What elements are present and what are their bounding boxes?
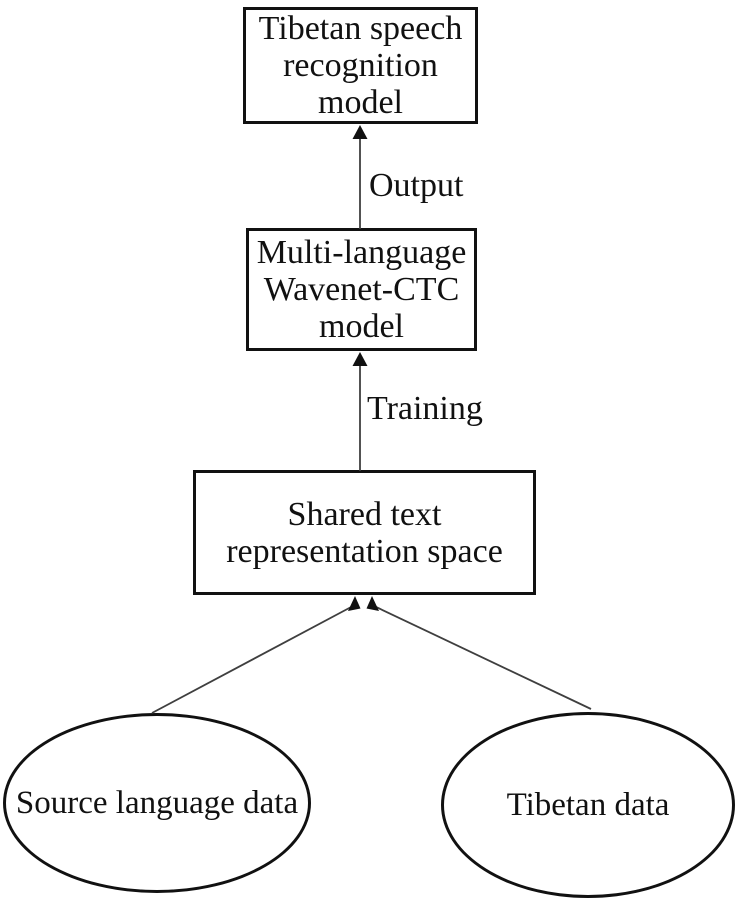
edge-label-training: Training [367,390,483,427]
arrowhead-source-data-icon [348,596,361,611]
node-text-line: representation space [226,532,503,570]
node-multi-language-wavenet-ctc-model: Multi-language Wavenet-CTC model [246,228,477,351]
arrowhead-tibetan-data-icon [366,596,379,611]
node-tibetan-speech-recognition-model: Tibetan speech recognition model [243,7,478,124]
node-text-line: model [318,84,403,121]
node-source-language-data: Source language data [3,713,311,893]
node-shared-text-representation-space: Shared text representation space [193,470,536,595]
arrow-line-source-data [151,605,354,714]
node-text-line: Shared text [287,495,442,533]
node-tibetan-data: Tibetan data [441,712,735,898]
node-text-line: Tibetan speech [258,10,463,47]
arrow-line-tibetan-data [373,605,592,710]
node-text-line: model [319,308,404,345]
edge-label-output: Output [369,167,464,204]
node-text-line: Tibetan data [506,786,670,823]
arrowhead-training-icon [352,352,368,366]
node-text-line: Multi-language [256,234,467,271]
node-text-line: Source language data [15,784,299,821]
arrowhead-output-icon [352,125,368,139]
node-text-line: recognition [283,47,438,84]
node-text-line: Wavenet-CTC [263,271,460,308]
